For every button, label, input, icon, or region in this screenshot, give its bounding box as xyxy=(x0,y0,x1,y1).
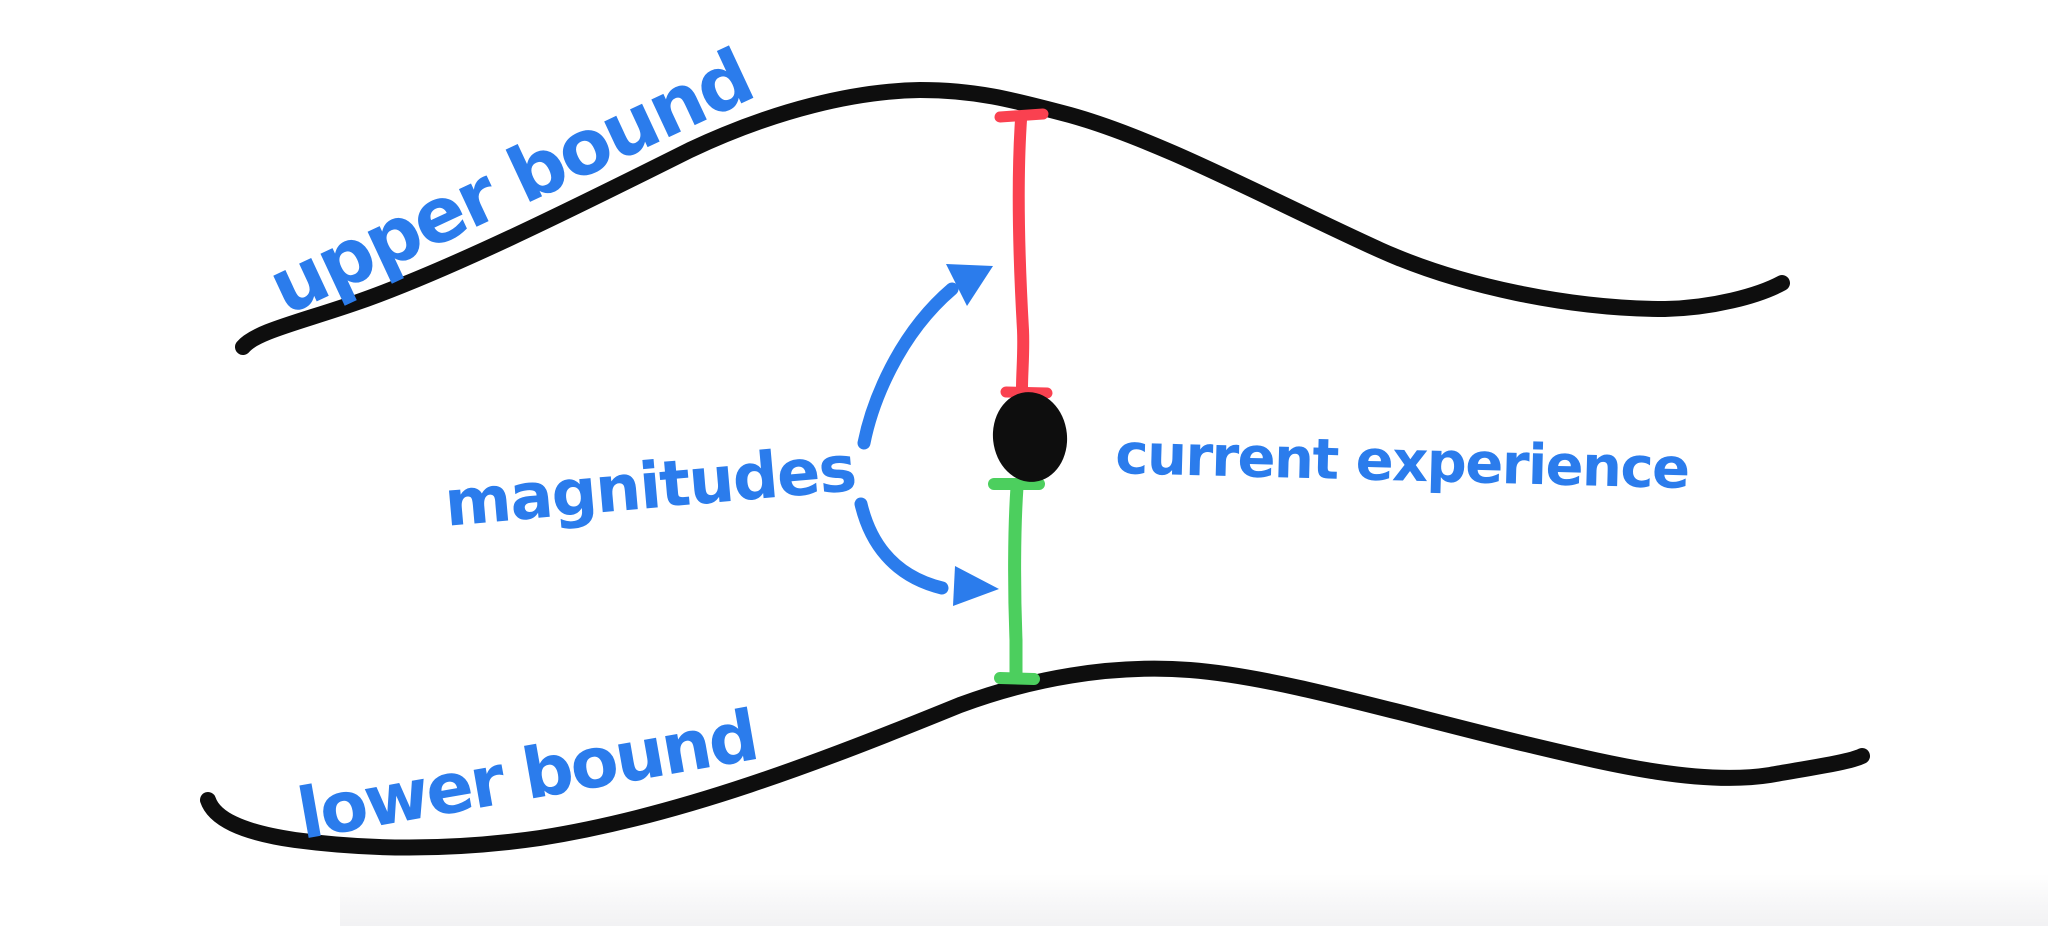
magnitude-lower-bottom-cap xyxy=(994,672,1040,685)
arrow-to-upper-magnitude xyxy=(857,282,959,450)
upper-bound-curve xyxy=(235,81,1790,355)
arrow-to-lower-magnitude-head-icon xyxy=(953,566,999,606)
magnitude-upper-line-group xyxy=(994,108,1053,399)
magnitude-upper-top-cap xyxy=(994,108,1049,123)
magnitude-lower-line-group xyxy=(988,478,1045,685)
magnitude-lower-line xyxy=(1008,480,1024,681)
current-experience-dot xyxy=(992,392,1068,482)
magnitude-arrows xyxy=(854,282,959,595)
arrow-to-upper-magnitude-head-icon xyxy=(946,264,993,306)
arrow-to-lower-magnitude xyxy=(854,497,949,595)
lower-bound-curve xyxy=(200,660,1870,856)
magnitude-upper-line xyxy=(1012,114,1030,394)
